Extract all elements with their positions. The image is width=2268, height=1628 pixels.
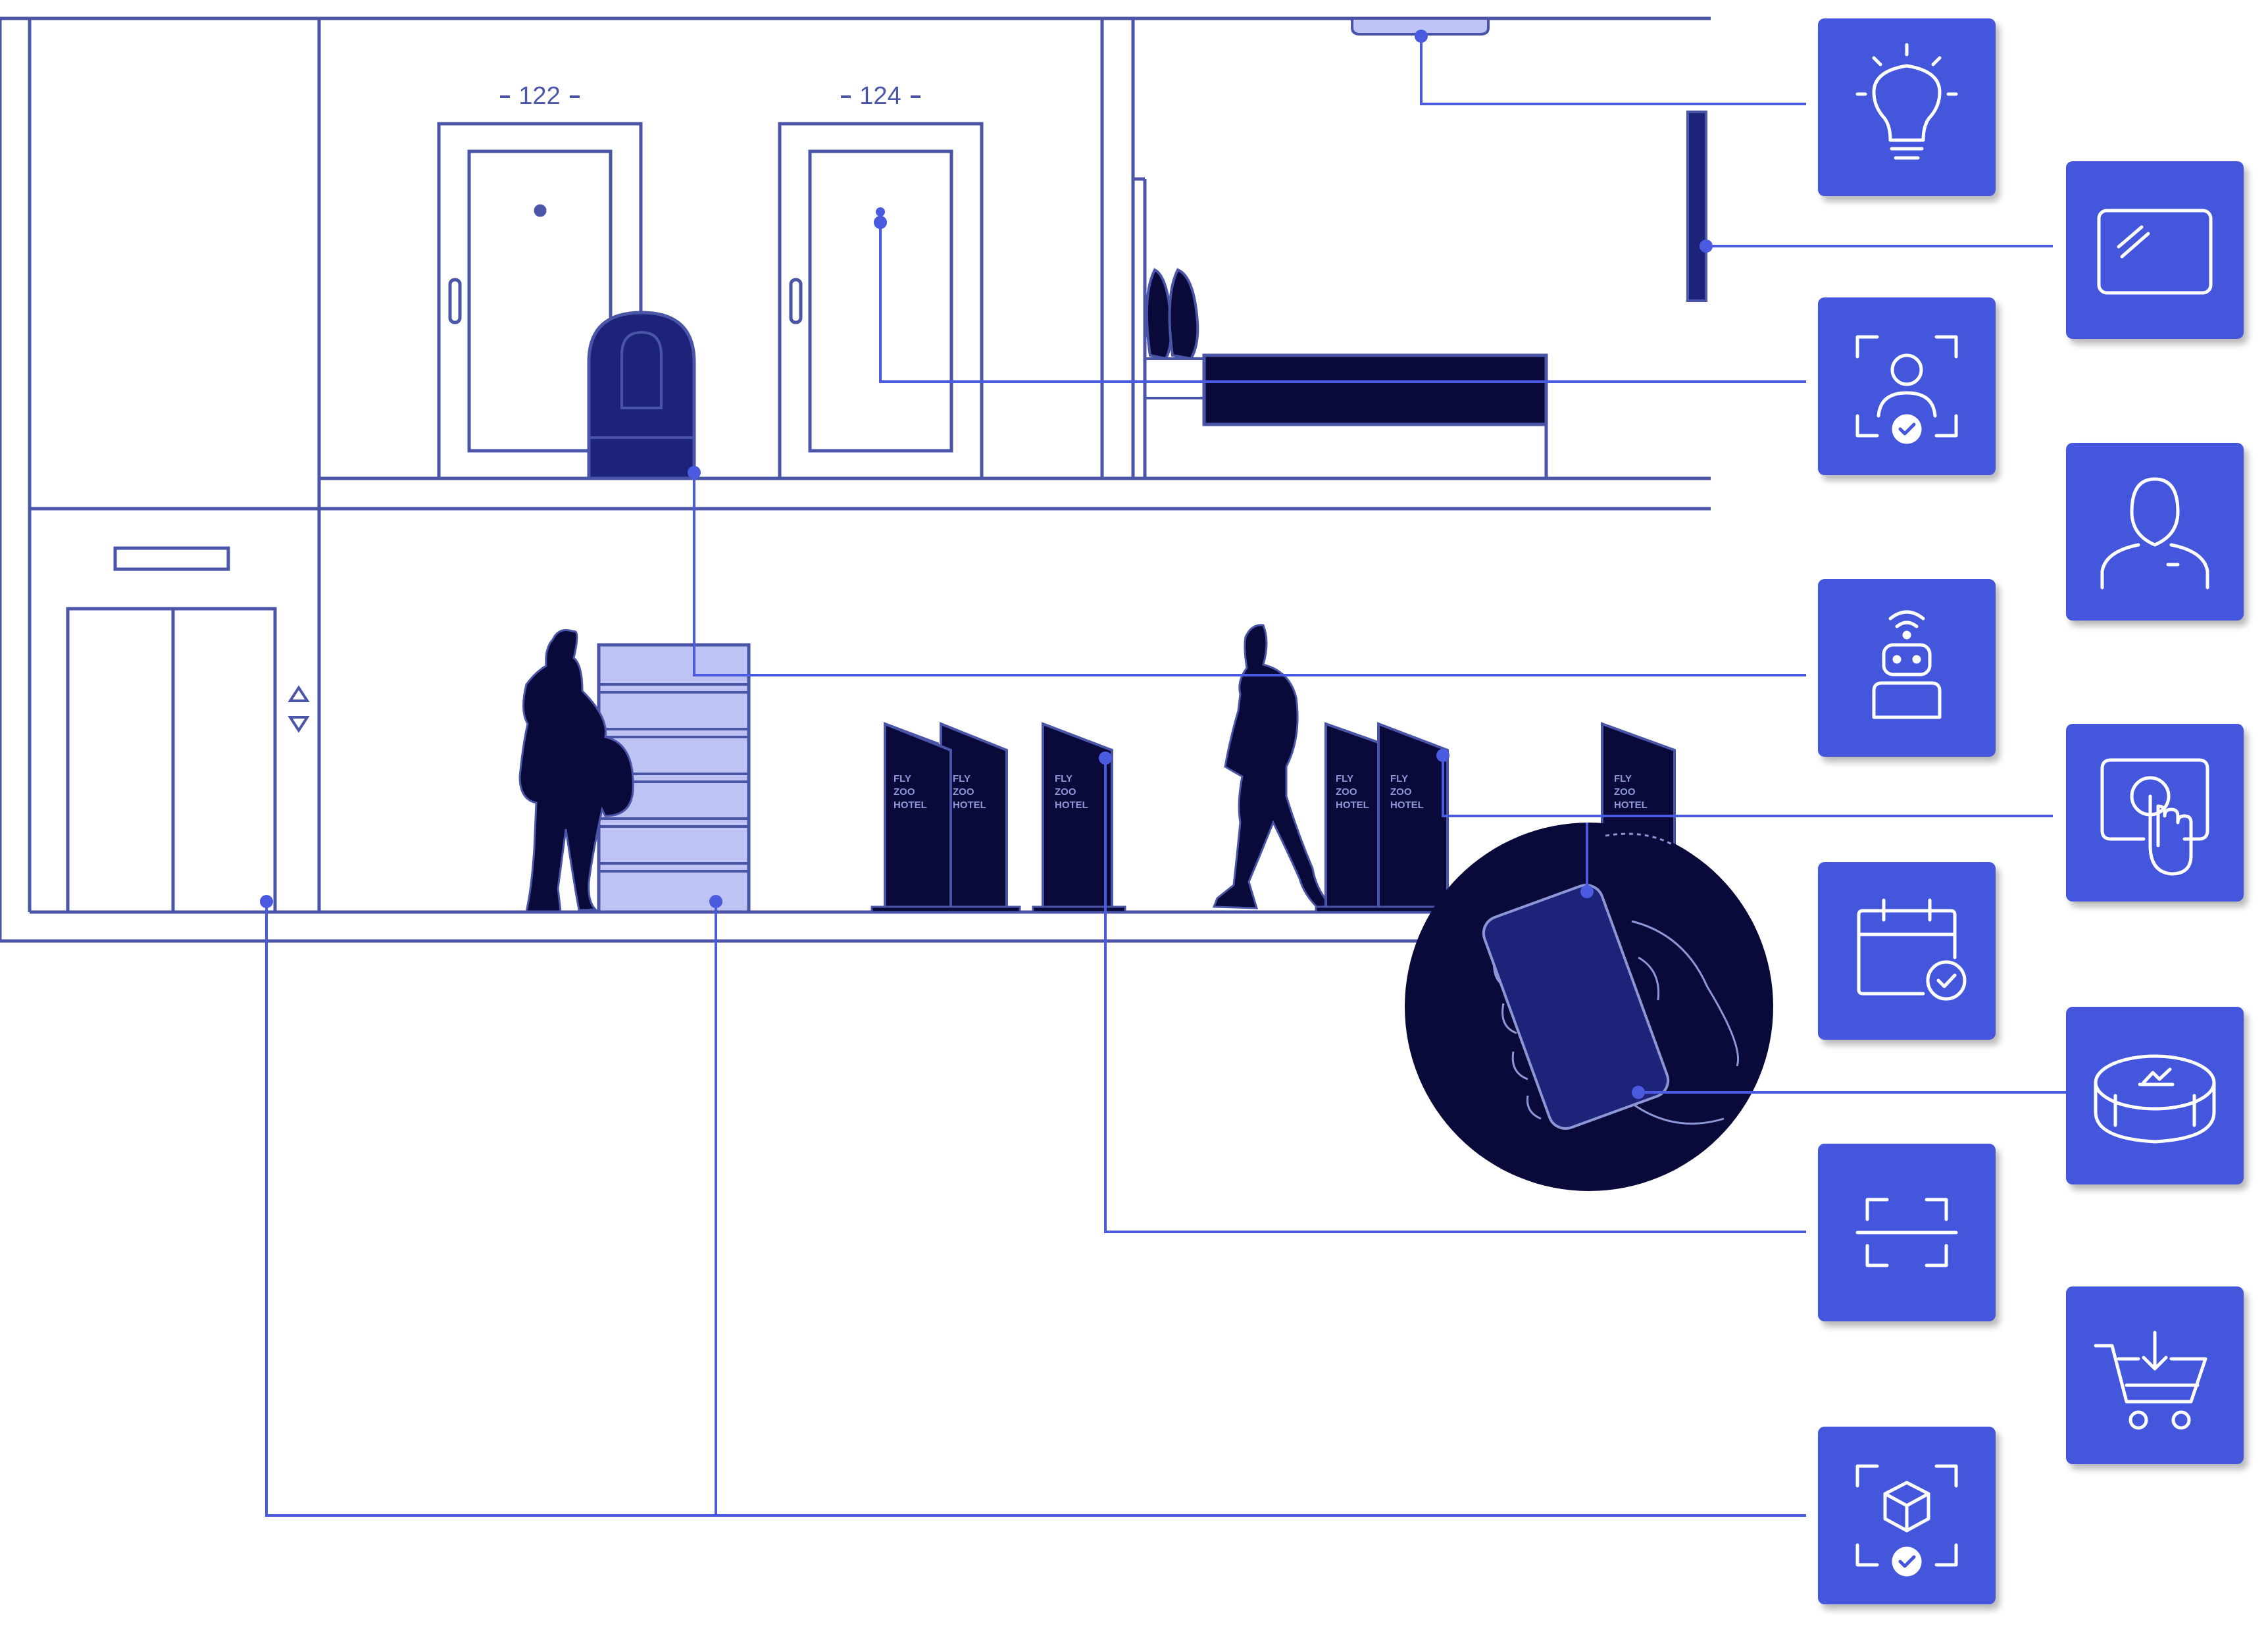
calendar-check-icon <box>1857 898 1967 1001</box>
svg-text:HOTEL: HOTEL <box>1390 800 1424 811</box>
wall-display <box>1686 111 1707 302</box>
delivery-robot <box>587 311 696 480</box>
kiosk-label: FLY ZOO HOTEL <box>894 773 927 811</box>
svg-text:ZOO: ZOO <box>1055 786 1076 798</box>
elevator <box>66 546 310 914</box>
feature-tile-touch-screen[interactable] <box>2066 724 2244 902</box>
svg-text:ZOO: ZOO <box>953 786 974 798</box>
shopping-cart-icon <box>2094 1331 2207 1430</box>
feature-tile-object-recognition[interactable] <box>1818 1427 1996 1604</box>
svg-text:FLY: FLY <box>1336 773 1353 784</box>
face-recognition-icon <box>1855 335 1958 444</box>
feature-tile-scan[interactable] <box>1818 1144 1996 1321</box>
kiosk-group-right <box>1315 722 1676 913</box>
user-profile-icon <box>2100 477 2209 590</box>
svg-text:ZOO: ZOO <box>1336 786 1357 798</box>
room-door-124 <box>778 122 984 480</box>
panoramic-view-icon <box>2094 1054 2216 1144</box>
connector-lines <box>265 36 2069 1517</box>
guest-silhouette-walking <box>1212 624 1331 911</box>
connector-dots <box>260 30 1713 1099</box>
svg-text:FLY: FLY <box>894 773 911 784</box>
scan-icon <box>1855 1198 1958 1267</box>
bed <box>1145 268 1548 478</box>
mobile-app-closeup <box>1405 823 1773 1191</box>
feature-tile-robot[interactable] <box>1818 579 1996 757</box>
room-number-124: 124 <box>859 82 901 110</box>
kiosk-group-left <box>870 722 1021 913</box>
feature-tile-smart-display[interactable] <box>2066 161 2244 339</box>
kiosk-label: FLY ZOO HOTEL <box>1390 773 1424 811</box>
svg-text:HOTEL: HOTEL <box>953 800 986 811</box>
svg-text:FLY: FLY <box>1614 773 1632 784</box>
feature-tile-lighting[interactable] <box>1818 18 1996 196</box>
svg-text:HOTEL: HOTEL <box>1055 800 1088 811</box>
svg-text:HOTEL: HOTEL <box>1336 800 1369 811</box>
kiosk-label: FLY ZOO HOTEL <box>1614 773 1648 811</box>
smart-display-icon <box>2097 209 2213 295</box>
svg-text:HOTEL: HOTEL <box>1614 800 1648 811</box>
touch-screen-icon <box>2100 758 2209 876</box>
guest-silhouette-woman <box>518 629 634 913</box>
kiosk-single <box>1032 722 1126 913</box>
kiosk-label: FLY ZOO HOTEL <box>1055 773 1088 811</box>
robot-icon <box>1872 610 1942 719</box>
svg-text:ZOO: ZOO <box>1614 786 1636 798</box>
room-door-122 <box>437 122 643 480</box>
feature-tile-panoramic[interactable] <box>2066 1007 2244 1184</box>
svg-text:ZOO: ZOO <box>894 786 915 798</box>
svg-text:FLY: FLY <box>1055 773 1072 784</box>
kiosk-label: FLY ZOO HOTEL <box>953 773 986 811</box>
light-bulb-icon <box>1855 43 1958 160</box>
room-number-122: 122 <box>518 82 560 110</box>
feature-tile-calendar[interactable] <box>1818 862 1996 1040</box>
ceiling-light <box>1351 17 1490 36</box>
luggage-storage-rack <box>597 643 751 914</box>
feature-tile-face-recognition[interactable] <box>1818 297 1996 475</box>
svg-text:ZOO: ZOO <box>1390 786 1412 798</box>
object-recognition-icon <box>1855 1464 1958 1577</box>
feature-tile-user-profile[interactable] <box>2066 443 2244 621</box>
svg-text:FLY: FLY <box>953 773 970 784</box>
kiosk-label: FLY ZOO HOTEL <box>1336 773 1369 811</box>
svg-text:HOTEL: HOTEL <box>894 800 927 811</box>
feature-tile-shopping-cart[interactable] <box>2066 1286 2244 1464</box>
svg-text:FLY: FLY <box>1390 773 1408 784</box>
